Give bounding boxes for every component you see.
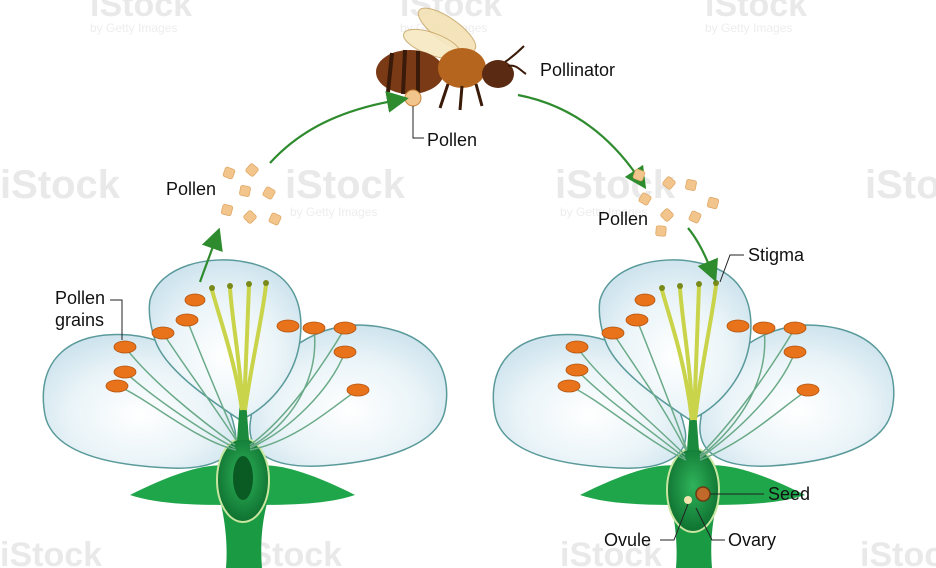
watermark-brand: iStock	[865, 163, 936, 207]
sepal	[695, 465, 805, 505]
central-stamens	[210, 284, 268, 411]
anthers	[557, 293, 820, 397]
stamen-tips	[659, 280, 719, 291]
sepal	[245, 465, 355, 505]
leader-lines	[110, 106, 764, 541]
watermark-brand: iStock	[860, 536, 936, 568]
bee-pollen-basket	[404, 89, 422, 107]
stamen-tips	[209, 280, 269, 291]
watermark-credit: by Getty Images	[90, 21, 177, 35]
ovule	[233, 456, 253, 500]
label-pollen-left: Pollen	[166, 179, 216, 199]
filaments	[117, 319, 359, 451]
label-ovary: Ovary	[728, 530, 776, 550]
arrow-to-stigma	[687, 227, 718, 283]
sepal	[580, 465, 690, 505]
watermark-brand: iStock	[560, 536, 662, 568]
pollen-cluster-left	[220, 163, 282, 226]
petal	[699, 324, 895, 467]
leader-ovule	[660, 503, 689, 541]
label-pollen-right: Pollen	[598, 209, 648, 229]
label-ovule: Ovule	[604, 530, 651, 550]
leader-ovary	[695, 507, 725, 541]
watermark-brand: iStock	[0, 536, 102, 568]
right-flower	[492, 259, 895, 568]
leader-pollen-grains	[110, 299, 123, 340]
label-seed: Seed	[768, 484, 810, 504]
ovule	[684, 496, 692, 504]
seed	[695, 486, 711, 502]
bee	[376, 7, 527, 111]
filaments	[569, 319, 809, 461]
bee-stripes	[386, 49, 420, 95]
ovary	[666, 447, 720, 533]
arrow-to-bee	[269, 91, 409, 164]
bee-thorax	[438, 48, 486, 88]
label-pollinator: Pollinator	[540, 60, 615, 80]
arrows	[198, 91, 718, 283]
watermark-brand: iStock	[555, 163, 676, 207]
sepal	[130, 465, 240, 505]
watermark-credit: by Getty Images	[290, 205, 377, 219]
watermark-brand: iStock	[285, 163, 406, 207]
label-pollen-grains-line1: Pollen	[55, 288, 105, 308]
watermark-brand: iStock	[90, 0, 192, 24]
pollen-cluster-right	[632, 168, 720, 237]
leader-stigma	[719, 254, 744, 283]
central-stamens	[660, 284, 718, 421]
arrow-pollen-rise	[198, 227, 223, 283]
left-flower	[42, 259, 448, 568]
watermark-brand: iStock	[0, 163, 121, 207]
bee-abdomen	[376, 50, 444, 94]
leader-bee-pollen	[412, 106, 424, 139]
watermark-brand: iStock	[705, 0, 807, 24]
bee-antennae	[504, 45, 527, 75]
bee-legs	[438, 83, 484, 111]
anthers	[105, 293, 370, 397]
watermark-credit: by Getty Images	[560, 205, 647, 219]
label-bee-pollen: Pollen	[427, 130, 477, 150]
label-pollen-grains-line2: grains	[55, 310, 104, 330]
arrow-from-bee	[517, 93, 647, 190]
bee-head	[482, 60, 514, 88]
watermark-credit: by Getty Images	[705, 21, 792, 35]
label-stigma: Stigma	[748, 245, 805, 265]
